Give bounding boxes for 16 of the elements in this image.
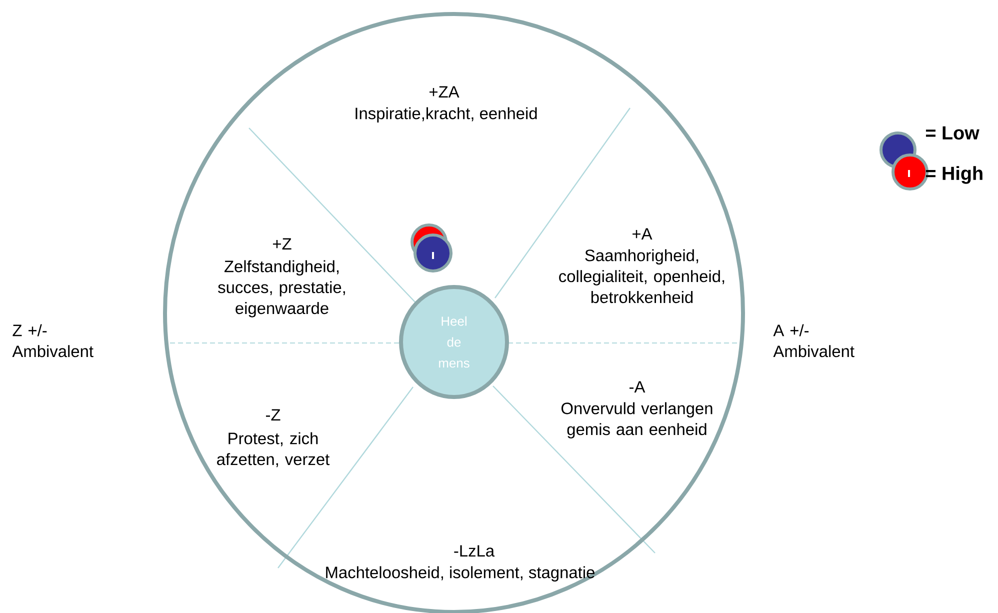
sector-text: Protest, zich afzetten, verzet: [217, 432, 330, 468]
sector-text: Machteloosheid, isolement, stagnatie: [326, 566, 594, 582]
sector-text: -A: [630, 381, 646, 392]
legend-text: = Low: [926, 126, 980, 140]
sector-text: +A: [632, 228, 652, 240]
sector-text: Onvervuld verlangen gemis aan eenheid: [561, 402, 712, 438]
sector-text: Zelfstandigheid, succes, prestatie, eigenwaarde: [218, 260, 345, 318]
sector-text: Saamhorigheid, collegialiteit, openheid, betrokkenheid: [559, 249, 724, 304]
sector-text: A +/- Ambivalent: [773, 324, 854, 358]
legend-text: = High: [926, 166, 982, 184]
sector-text: +Z: [272, 238, 292, 250]
sector-text: -Z: [266, 409, 280, 420]
sector-text: Inspiratie,kracht, eenheid: [356, 107, 537, 123]
sector-text: -LzLa: [454, 545, 495, 557]
sector-text: Z +/- Ambivalent: [12, 324, 94, 358]
sector-text: +ZA: [430, 86, 460, 98]
